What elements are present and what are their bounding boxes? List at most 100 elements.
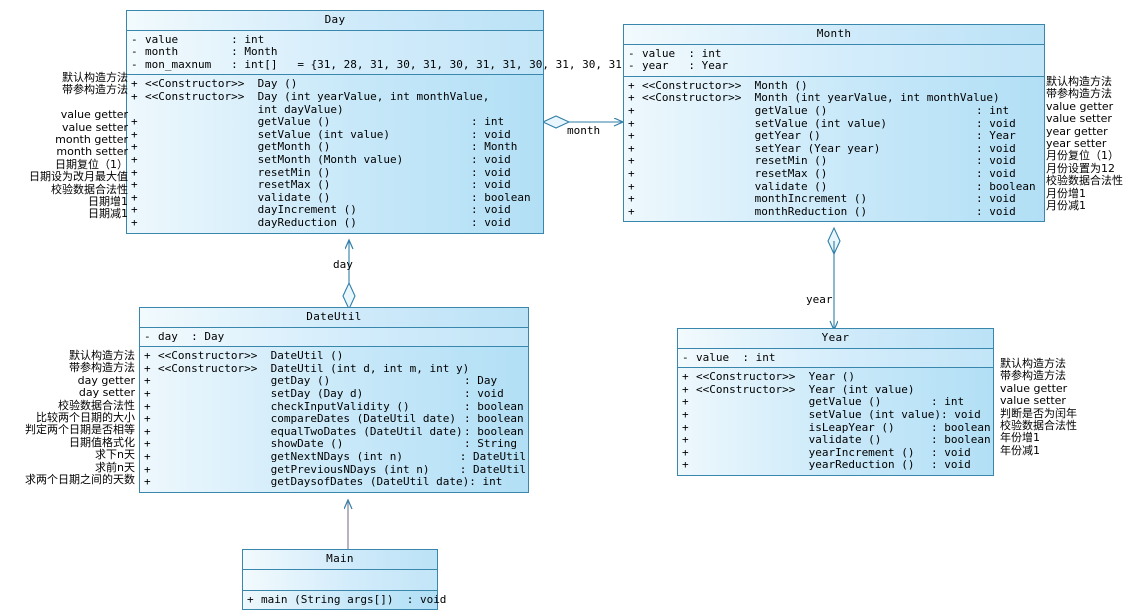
operation-signature: dayIncrement () bbox=[145, 203, 357, 217]
operation-signature: compareDates (DateUtil date) bbox=[158, 412, 457, 426]
operation-return-type: : int bbox=[931, 395, 965, 409]
attribute-row: -mon_maxnum : int[] = {31, 28, 31, 30, 3… bbox=[127, 57, 628, 72]
operation-return-type: : void bbox=[976, 116, 1016, 130]
class-box-year[interactable]: Year -value : int +<<Constructor>> Year … bbox=[677, 328, 994, 476]
operation-row: + getYear (): Year bbox=[624, 130, 1044, 143]
class-operations-year: + <<Constructor>> Year () + <<Constructor>>… bbox=[678, 368, 993, 475]
operation-return-type: : void bbox=[976, 141, 1016, 155]
operation-signature: getDay () bbox=[158, 374, 331, 388]
visibility-marker: + bbox=[131, 77, 138, 91]
operation-row: +<<Constructor>> DateUtil () bbox=[140, 350, 528, 363]
visibility-marker: + bbox=[628, 78, 635, 92]
operation-return-type: : void bbox=[471, 178, 511, 192]
visibility-marker: + bbox=[131, 115, 138, 129]
operation-row: + monthReduction (): void bbox=[624, 204, 1044, 219]
operation-signature: getPreviousNDays (int n) bbox=[158, 462, 430, 476]
operation-return-type: : boolean bbox=[464, 424, 524, 438]
visibility-marker: + bbox=[682, 382, 689, 396]
operation-row: + resetMax (): void bbox=[624, 167, 1044, 181]
attribute-row: -month : Month bbox=[127, 46, 543, 59]
operation-row: + monthIncrement (): void bbox=[624, 193, 1044, 206]
visibility-marker: + bbox=[144, 475, 151, 489]
visibility-marker: + bbox=[628, 192, 635, 206]
class-box-day[interactable]: Day -value : int-month : Month-mon_maxnu… bbox=[126, 10, 628, 234]
operation-return-type: : DateUtil bbox=[459, 449, 526, 463]
operation-return-type: : void bbox=[471, 152, 511, 166]
operation-signature: setYear (Year year) bbox=[642, 141, 881, 155]
operation-signature: <<Constructor>> Year (int value) bbox=[696, 382, 915, 396]
operation-row: + <<Constructor>> Year (int value) bbox=[678, 382, 993, 397]
operation-signature: getYear () bbox=[642, 129, 821, 143]
operation-signature: int dayValue) bbox=[145, 102, 344, 116]
operation-row: + dayReduction (): void bbox=[127, 216, 543, 230]
operation-row: + setValue (int value): void bbox=[678, 408, 993, 422]
visibility-marker: + bbox=[682, 445, 689, 459]
operation-row: + setValue (int value): void bbox=[624, 116, 1044, 131]
operation-row: + getDay (): Day bbox=[140, 375, 528, 388]
visibility-marker: + bbox=[628, 116, 635, 130]
visibility-marker: + bbox=[144, 437, 151, 451]
note-day: 默认构造方法 带参构造方法 value getter value setter … bbox=[29, 71, 128, 221]
visibility-marker: + bbox=[144, 424, 151, 438]
operation-signature: setValue (int value) bbox=[145, 127, 391, 141]
visibility-marker: + bbox=[144, 412, 151, 426]
visibility-marker: + bbox=[682, 395, 689, 409]
operation-row: + setDay (Day d): void bbox=[140, 387, 528, 401]
operation-return-type: : void bbox=[471, 165, 511, 179]
operation-signature: <<Constructor>> Month (int yearValue, in… bbox=[642, 91, 1000, 105]
attribute-row: -value : int bbox=[127, 33, 543, 47]
operation-signature: <<Constructor>> Day () bbox=[145, 77, 298, 91]
visibility-marker: + bbox=[131, 127, 138, 141]
visibility-marker: + bbox=[628, 129, 635, 143]
operation-row: + resetMax (): void bbox=[127, 179, 543, 192]
visibility-marker: - bbox=[131, 45, 138, 59]
operation-signature: getMonth () bbox=[145, 140, 331, 154]
operation-row: + getDaysofDates (DateUtil date): int bbox=[140, 476, 528, 489]
edge-label-month: month bbox=[567, 124, 601, 137]
class-operations-day: +<<Constructor>> Day ()+<<Constructor>> … bbox=[127, 75, 543, 233]
visibility-marker: - bbox=[131, 57, 138, 71]
edge-dateutil-day bbox=[342, 240, 356, 311]
operation-return-type: : Month bbox=[471, 140, 518, 154]
operation-signature: getValue () bbox=[696, 395, 882, 409]
visibility-marker: + bbox=[131, 190, 138, 204]
operation-signature: resetMin () bbox=[642, 154, 828, 168]
operation-signature: resetMax () bbox=[145, 178, 331, 192]
operation-return-type: : void bbox=[931, 458, 971, 472]
operation-signature: <<Constructor>> DateUtil () bbox=[158, 349, 344, 363]
visibility-marker: + bbox=[682, 433, 689, 447]
operation-row: +<<Constructor>> Month (int yearValue, i… bbox=[624, 92, 1044, 105]
operation-row: + validate () : boolean bbox=[127, 190, 543, 205]
operation-row: + setMonth (Month value): void bbox=[127, 152, 543, 167]
operation-row: + getMonth () : Month bbox=[127, 141, 543, 154]
operation-signature: yearIncrement () bbox=[696, 445, 915, 459]
note-year: 默认构造方法 带参构造方法 value getter value setter … bbox=[1000, 357, 1077, 457]
operation-return-type: : boolean bbox=[464, 412, 524, 426]
operation-signature: <<Constructor>> Month () bbox=[642, 78, 808, 92]
operation-row: + equalTwoDates (DateUtil date): boolean bbox=[140, 424, 528, 439]
operation-return-type: : boolean bbox=[931, 420, 991, 434]
operation-return-type: : void bbox=[976, 204, 1016, 218]
class-operations-dateutil: +<<Constructor>> DateUtil ()+<<Construct… bbox=[140, 347, 528, 492]
visibility-marker: - bbox=[628, 59, 635, 73]
operation-row: + checkInputValidity (): boolean bbox=[140, 400, 528, 414]
operation-row: + resetMin (): void bbox=[624, 155, 1044, 168]
operation-row: +main (String args[]) : void bbox=[243, 593, 446, 607]
class-box-main[interactable]: Main +main (String args[]) : void bbox=[242, 549, 446, 611]
edge-label-day: day bbox=[333, 258, 353, 271]
visibility-marker: + bbox=[131, 165, 138, 179]
operation-signature: validate () bbox=[642, 179, 828, 193]
visibility-marker: + bbox=[131, 140, 138, 154]
operation-row: + resetMin (): void bbox=[127, 165, 543, 180]
attribute-text: value : int bbox=[696, 350, 776, 364]
operation-signature: validate () bbox=[145, 190, 331, 204]
visibility-marker: + bbox=[131, 203, 138, 217]
operation-return-type: : boolean bbox=[471, 190, 531, 204]
visibility-marker: + bbox=[628, 204, 635, 218]
operation-row: + getPreviousNDays (int n): DateUtil bbox=[140, 462, 528, 477]
operation-signature: getValue () bbox=[145, 115, 331, 129]
class-box-dateutil[interactable]: DateUtil -day : Day +<<Constructor>> Dat… bbox=[139, 307, 529, 493]
class-box-month[interactable]: Month -value : int-year : Year +<<Constr… bbox=[623, 24, 1045, 223]
operation-signature: <<Constructor>> Year () bbox=[696, 370, 855, 384]
